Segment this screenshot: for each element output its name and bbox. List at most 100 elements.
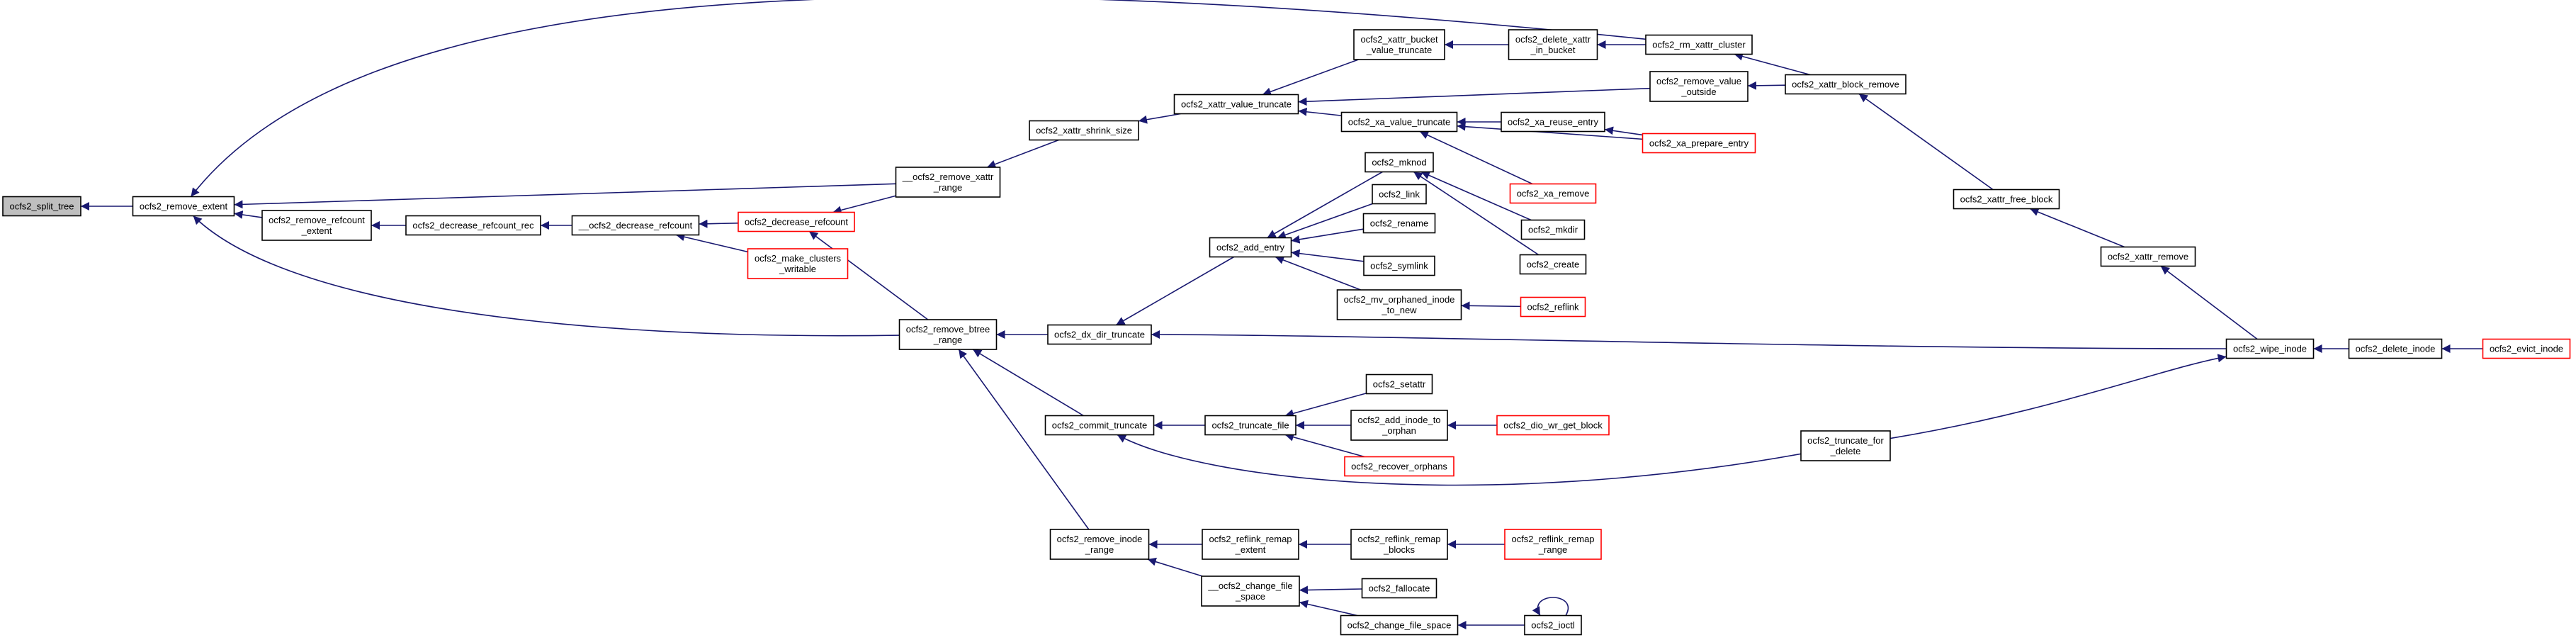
node-xattr-shrink-size[interactable]: ocfs2_xattr_shrink_size xyxy=(1029,120,1139,141)
node-label: ocfs2_reflink_remap xyxy=(1357,534,1440,544)
node-label: ocfs2_split_tree xyxy=(9,201,74,212)
node-create[interactable]: ocfs2_create xyxy=(1519,254,1587,275)
edge-line xyxy=(972,349,1084,417)
node-xattr-bucket-value-truncate[interactable]: ocfs2_xattr_bucket_value_truncate xyxy=(1353,29,1445,60)
edge-line xyxy=(676,232,748,253)
edge-line xyxy=(1858,93,1994,191)
node-dio-wr-get-block[interactable]: ocfs2_dio_wr_get_block xyxy=(1496,415,1610,436)
node-delete-inode[interactable]: ocfs2_delete_inode xyxy=(2348,338,2443,359)
edge-line xyxy=(1413,171,1540,256)
node-label: ocfs2_recover_orphans xyxy=(1351,461,1447,472)
node-label: ocfs2_wipe_inode xyxy=(2233,344,2307,354)
edge-line xyxy=(1734,52,1811,76)
node-xattr-block-remove[interactable]: ocfs2_xattr_block_remove xyxy=(1785,74,1906,95)
node---change-file-space[interactable]: __ocfs2_change_file_space xyxy=(1201,576,1300,607)
node-symlink[interactable]: ocfs2_symlink xyxy=(1363,255,1435,276)
node-label: ocfs2_delete_inode xyxy=(2356,344,2436,354)
edge-line xyxy=(234,183,896,209)
node-recover-orphans[interactable]: ocfs2_recover_orphans xyxy=(1344,456,1454,477)
node-label: _to_new xyxy=(1381,305,1417,315)
node-evict-inode[interactable]: ocfs2_evict_inode xyxy=(2482,338,2571,359)
node---remove-xattr-range[interactable]: __ocfs2_remove_xattr_range xyxy=(895,167,1001,198)
node-remove-refcount-extent[interactable]: ocfs2_remove_refcount_extent xyxy=(261,210,372,241)
node-rename[interactable]: ocfs2_rename xyxy=(1362,213,1436,234)
node-xa-prepare-entry[interactable]: ocfs2_xa_prepare_entry xyxy=(1642,133,1756,154)
node-reflink-remap-range[interactable]: ocfs2_reflink_remap_range xyxy=(1504,529,1602,560)
node-truncate-file[interactable]: ocfs2_truncate_file xyxy=(1204,415,1297,436)
edge-line xyxy=(808,230,929,320)
node-split-tree[interactable]: ocfs2_split_tree xyxy=(2,196,81,217)
node-label: ocfs2_xa_value_truncate xyxy=(1348,117,1451,128)
node---decrease-refcount[interactable]: __ocfs2_decrease_refcount xyxy=(571,215,700,236)
node-delete-xattr-in-bucket[interactable]: ocfs2_delete_xattr_in_bucket xyxy=(1508,29,1598,60)
node-ioctl[interactable]: ocfs2_ioctl xyxy=(1524,614,1582,636)
edge-xattr_shrink_size-to-__remove_xattr_range xyxy=(986,139,1059,169)
node-wipe-inode[interactable]: ocfs2_wipe_inode xyxy=(2225,338,2315,359)
edge-line xyxy=(1889,354,2227,439)
node-box xyxy=(898,319,998,350)
node-xa-remove[interactable]: ocfs2_xa_remove xyxy=(1509,183,1597,204)
node-box xyxy=(132,196,235,217)
node-box xyxy=(1496,415,1610,436)
node-remove-inode-range[interactable]: ocfs2_remove_inode_range xyxy=(1049,529,1150,560)
node-label: _delete xyxy=(1830,446,1861,456)
node-label: __ocfs2_decrease_refcount xyxy=(578,220,693,231)
node-make-clusters-writable[interactable]: ocfs2_make_clusters_writable xyxy=(747,248,849,279)
node-remove-value-outside[interactable]: ocfs2_remove_value_outside xyxy=(1649,71,1749,102)
node-box xyxy=(1204,415,1297,436)
node-remove-extent[interactable]: ocfs2_remove_extent xyxy=(132,196,235,217)
node-label: ocfs2_change_file_space xyxy=(1348,620,1452,631)
node-box xyxy=(1340,614,1459,636)
node-commit-truncate[interactable]: ocfs2_commit_truncate xyxy=(1044,415,1155,436)
node-label: ocfs2_xattr_block_remove xyxy=(1792,79,1899,90)
node-xattr-free-block[interactable]: ocfs2_xattr_free_block xyxy=(1953,189,2060,210)
node-reflink[interactable]: ocfs2_reflink xyxy=(1520,296,1586,318)
edge-line xyxy=(1284,432,1365,458)
node-label: _extent xyxy=(1235,544,1266,555)
node-mknod[interactable]: ocfs2_mknod xyxy=(1365,152,1434,173)
node-truncate-for-delete[interactable]: ocfs2_truncate_for_delete xyxy=(1800,430,1891,461)
edge-wipe_inode-to-dx_dir_truncate xyxy=(1151,330,2227,349)
node-decrease-refcount-rec[interactable]: ocfs2_decrease_refcount_rec xyxy=(405,215,541,236)
node-box xyxy=(1365,152,1434,173)
edge-rm_xattr_cluster-to-remove_extent xyxy=(190,0,1646,197)
node-box xyxy=(1520,296,1586,318)
edge-fallocate-to-__change_file_space xyxy=(1299,585,1362,595)
node-label: _in_bucket xyxy=(1530,45,1576,55)
edges-layer xyxy=(81,0,2483,629)
node-setattr[interactable]: ocfs2_setattr xyxy=(1365,374,1433,395)
node-reflink-remap-extent[interactable]: ocfs2_reflink_remap_extent xyxy=(1202,529,1299,560)
node-label: ocfs2_rename xyxy=(1370,218,1428,229)
node-change-file-space[interactable]: ocfs2_change_file_space xyxy=(1340,614,1459,636)
node-xa-reuse-entry[interactable]: ocfs2_xa_reuse_entry xyxy=(1501,111,1605,133)
node-remove-btree-range[interactable]: ocfs2_remove_btree_range xyxy=(898,319,998,350)
node-box xyxy=(1519,254,1587,275)
node-add-entry[interactable]: ocfs2_add_entry xyxy=(1209,237,1292,258)
node-box xyxy=(1350,410,1448,441)
node-dx-dir-truncate[interactable]: ocfs2_dx_dir_truncate xyxy=(1047,324,1152,345)
edge-make_clusters_writable-to-__decrease_refcount xyxy=(676,232,748,253)
node-reflink-remap-blocks[interactable]: ocfs2_reflink_remap_blocks xyxy=(1350,529,1448,560)
node-box xyxy=(1785,74,1906,95)
node-rm-xattr-cluster[interactable]: ocfs2_rm_xattr_cluster xyxy=(1645,34,1753,55)
node-box xyxy=(747,248,849,279)
node-mv-orphaned-inode-to-new[interactable]: ocfs2_mv_orphaned_inode_to_new xyxy=(1336,289,1462,320)
node-box xyxy=(1504,529,1602,560)
node-label: ocfs2_make_clusters xyxy=(755,253,842,264)
node-xa-value-truncate[interactable]: ocfs2_xa_value_truncate xyxy=(1340,111,1458,133)
edge-commit_truncate-to-remove_btree_range xyxy=(972,349,1084,417)
node-add-inode-to-orphan[interactable]: ocfs2_add_inode_to_orphan xyxy=(1350,410,1448,441)
node-fallocate[interactable]: ocfs2_fallocate xyxy=(1361,578,1437,599)
node-mkdir[interactable]: ocfs2_mkdir xyxy=(1520,219,1586,240)
node-link[interactable]: ocfs2_link xyxy=(1372,184,1427,205)
node-label: _orphan xyxy=(1382,425,1416,436)
node-xattr-remove[interactable]: ocfs2_xattr_remove xyxy=(2100,246,2196,267)
node-decrease-refcount[interactable]: ocfs2_decrease_refcount xyxy=(738,211,855,232)
edge-line xyxy=(234,210,263,219)
edge-line xyxy=(986,139,1059,169)
edge-add_entry-to-dx_dir_truncate xyxy=(1115,256,1235,326)
edge-line xyxy=(1457,122,1643,140)
edge-xattr_bucket_value_truncate-to-xattr_value_truncate xyxy=(1262,59,1359,96)
node-box xyxy=(1344,456,1454,477)
node-xattr-value-truncate[interactable]: ocfs2_xattr_value_truncate xyxy=(1173,94,1299,115)
